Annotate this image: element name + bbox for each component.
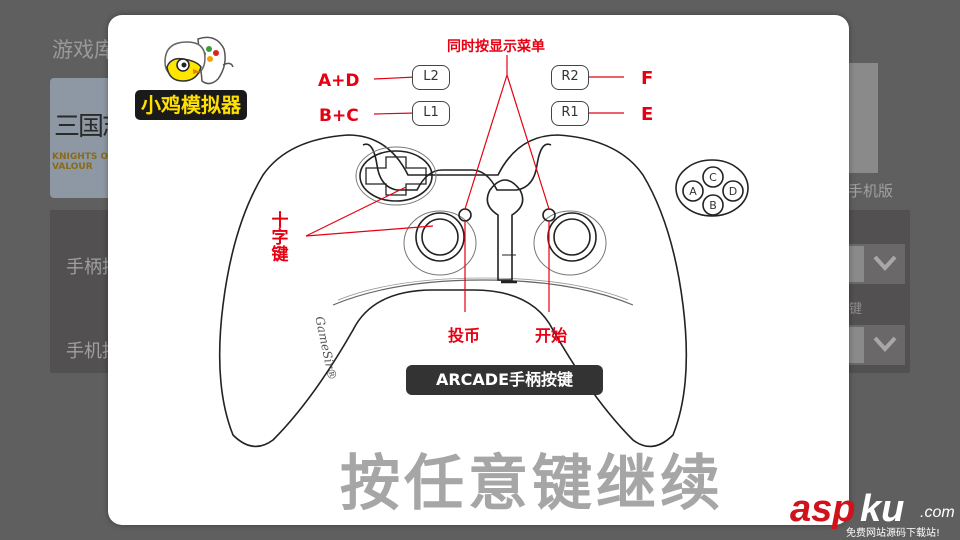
face-button-b-label: B <box>709 199 717 212</box>
menu-callout: 同时按显示菜单 <box>447 39 545 55</box>
chevron-down-icon[interactable] <box>864 325 905 365</box>
gamepad-keys-hint: 键 <box>849 302 863 317</box>
select-field <box>849 246 864 282</box>
controller-diagram: C A D B <box>218 55 749 448</box>
game-cover-subtitle: KNIGHTS OF VALOUR <box>52 152 115 172</box>
face-button-a-label: A <box>689 185 697 198</box>
qr-label: 手机版 <box>848 182 894 200</box>
l1-callout: B+C <box>319 106 359 126</box>
chevron-down-icon[interactable] <box>864 244 905 284</box>
chick-mascot-icon <box>164 36 234 85</box>
dpad-callout: 十字键 <box>271 211 289 265</box>
l2-callout: A+D <box>318 71 360 91</box>
watermark-ku: ku <box>860 488 905 530</box>
l2-button: L2 <box>412 65 450 90</box>
controller-guide-modal[interactable]: 小鸡模拟器 <box>108 15 849 525</box>
continue-prompt[interactable]: 按任意键继续 <box>340 449 724 519</box>
select-field <box>849 327 864 363</box>
arcade-badge: ARCADE手柄按键 <box>406 365 603 395</box>
watermark-tagline: 免费网站源码下载站! <box>846 528 941 539</box>
qr-code <box>848 63 878 173</box>
l1-button: L1 <box>412 101 450 126</box>
watermark-asp: asp <box>790 488 856 530</box>
r1-button: R1 <box>551 101 589 126</box>
section-title: 游戏库 <box>52 38 115 62</box>
watermark: asp ku .com 免费网站源码下载站! <box>790 488 960 540</box>
face-button-d-label: D <box>729 185 737 198</box>
face-button-c-label: C <box>709 171 717 184</box>
r1-callout: E <box>641 104 654 125</box>
r2-callout: F <box>641 68 654 89</box>
app-logo: 小鸡模拟器 <box>123 27 253 120</box>
coin-callout: 投币 <box>448 326 481 345</box>
gamepad-keys-select[interactable] <box>849 244 905 284</box>
app-logo-text: 小鸡模拟器 <box>135 90 247 120</box>
start-callout: 开始 <box>535 326 568 345</box>
watermark-com: .com <box>920 504 955 521</box>
r2-button: R2 <box>551 65 589 90</box>
phone-keys-select[interactable] <box>849 325 905 365</box>
